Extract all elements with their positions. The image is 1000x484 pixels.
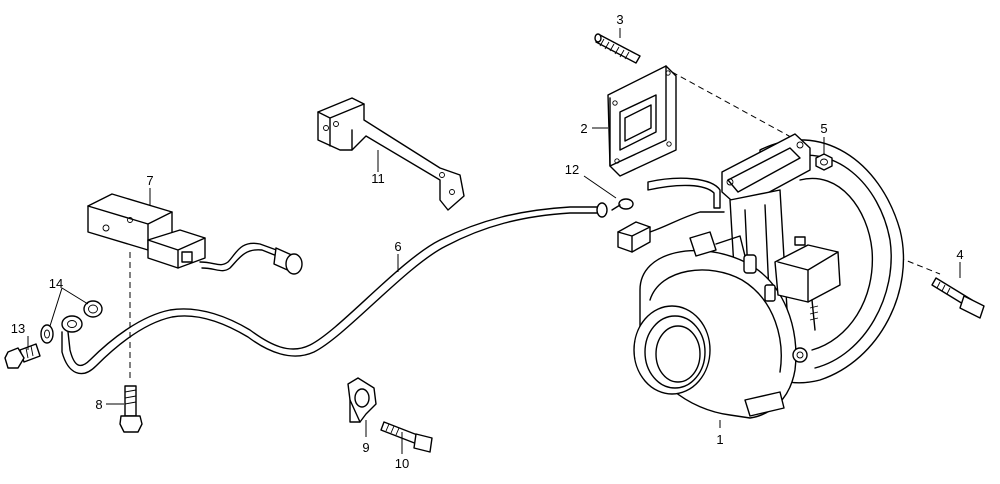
part-14-washers [40,300,103,344]
callout-13: 13 [11,321,25,336]
part-11-bracket [317,97,465,211]
callout-11: 11 [371,171,385,186]
callout-2: 2 [580,121,587,136]
callout-9: 9 [362,440,369,455]
part-6-oil-pipe [61,202,608,375]
callout-7: 7 [146,173,153,188]
part-3-stud [594,33,641,64]
callout-3: 3 [616,12,623,27]
callout-5: 5 [820,121,827,136]
part-5-nut [815,153,833,171]
part-10-bolt [380,421,433,453]
callout-12: 12 [565,162,579,177]
callout-1: 1 [716,432,723,447]
callout-4: 4 [956,247,963,262]
callout-6: 6 [394,239,401,254]
leader-lines [27,28,961,454]
callout-8: 8 [95,397,102,412]
part-7-sensor-block [87,193,303,275]
callout-14: 14 [49,276,63,291]
callout-10: 10 [395,456,409,471]
part-9-pipe-clip [347,377,377,423]
part-12-clip-and-connector [611,198,725,253]
part-2-gasket [607,65,677,177]
alignment-line-gasket [671,71,801,143]
callout-labels: 1 2 3 4 5 6 7 8 9 10 11 12 13 14 [11,12,964,471]
part-1-turbocharger [633,133,905,419]
part-4-bolt [931,277,985,319]
part-13-bolt [4,343,41,369]
part-8-bolt [119,385,143,433]
